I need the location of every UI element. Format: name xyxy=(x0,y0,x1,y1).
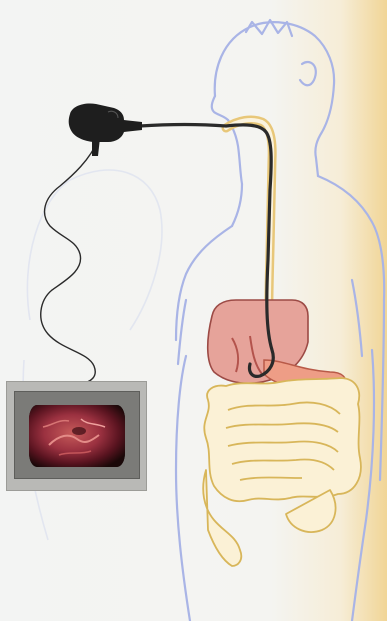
endoscopy-image xyxy=(29,405,125,467)
monitor-icon xyxy=(6,381,147,491)
stomach-lining-image xyxy=(29,405,125,467)
monitor-bezel xyxy=(14,391,140,479)
stomach xyxy=(208,300,346,391)
endoscope-handle-icon xyxy=(69,103,142,156)
intestines xyxy=(203,378,361,566)
